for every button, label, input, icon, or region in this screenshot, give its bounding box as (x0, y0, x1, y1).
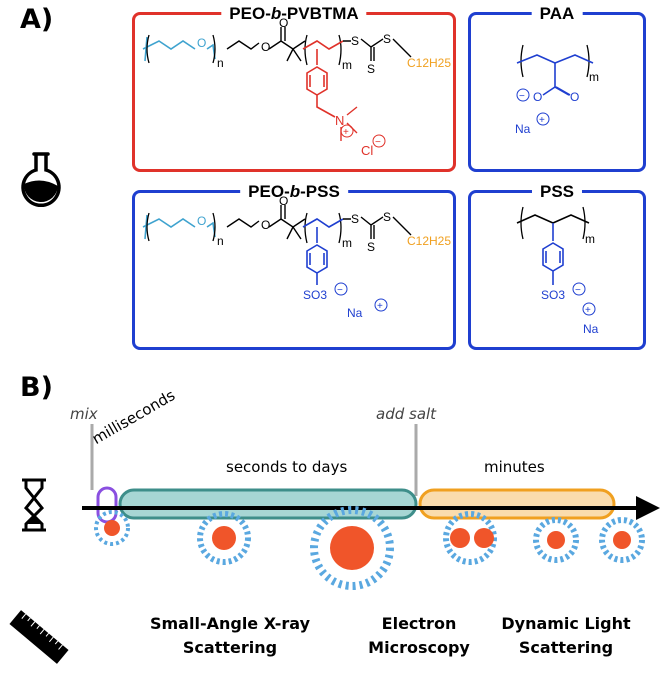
peo-pvbtma-s1: S (351, 34, 359, 48)
peo-pvbtma-title: PEO-b-PVBTMA (221, 3, 367, 25)
peo-pvbtma-box: PEO-b-PVBTMA O n O O m N + Cl − (132, 3, 456, 172)
peo-pss-c12h25: C12H25 (407, 234, 451, 248)
dls-technique: Dynamic Light Scattering (496, 612, 636, 660)
flask-icon (21, 152, 61, 208)
pss-so3: SO3 (541, 288, 565, 302)
micelle-split-3 (599, 517, 645, 563)
pss-na: Na (583, 322, 599, 336)
seconds-to-days-label: seconds to days (226, 458, 348, 476)
peo-pvbtma-o-label: O (197, 36, 206, 50)
hourglass-icon (22, 478, 46, 532)
paa-title: PAA (531, 3, 583, 25)
peo-pvbtma-n-label: n (217, 56, 224, 70)
peo-pss-minus: − (337, 285, 343, 296)
paa-o2: O (570, 90, 579, 104)
paa-m-label: m (589, 70, 599, 84)
em-technique: Electron Microscopy (364, 612, 474, 660)
peo-pss-o-carbonyl: O (279, 194, 288, 208)
peo-pss-s3: S (367, 240, 375, 254)
micelle-split-1 (443, 511, 497, 565)
peo-pss-structure: O n O O m SO3 − Na + S S S C12H25 (142, 194, 451, 320)
time-arrow-head (636, 496, 660, 520)
micelle-small (94, 510, 130, 546)
peo-pvbtma-cl: Cl (361, 143, 373, 158)
peo-pvbtma-o-carbonyl: O (279, 16, 288, 30)
peo-pss-title: PEO-b-PSS (240, 181, 348, 203)
panel-b-label: B) (20, 372, 53, 403)
peo-pss-plus: + (377, 301, 383, 312)
paa-o1: O (533, 90, 542, 104)
paa-na: Na (515, 122, 531, 136)
peo-pvbtma-o-linker: O (261, 40, 270, 54)
pss-box: PSS m SO3 − + Na (468, 181, 646, 350)
peo-pvbtma-structure: O n O O m N + Cl − S S S C12H2 (142, 16, 451, 158)
peo-pss-s1: S (351, 212, 359, 226)
dls-line1: Dynamic Light (501, 614, 631, 633)
pss-title: PSS (531, 181, 583, 203)
peo-pss-n-label: n (217, 234, 224, 248)
peo-pss-box: PEO-b-PSS O n O O m SO3 − Na + S S S C12… (132, 181, 456, 350)
peo-pvbtma-c12h25: C12H25 (407, 56, 451, 70)
pss-plus: + (585, 305, 591, 316)
add-salt-label: add salt (376, 405, 437, 423)
em-line2: Microscopy (368, 638, 470, 657)
minutes-segment (418, 488, 616, 520)
micelle-split-2 (533, 517, 579, 563)
minutes-label: minutes (484, 458, 545, 476)
pss-structure: m SO3 − + Na (516, 206, 599, 336)
timeline (22, 424, 660, 590)
paa-structure: m O O − Na + (515, 44, 599, 136)
peo-pvbtma-n-atom: N (335, 113, 344, 128)
saxs-line2: Scattering (182, 638, 278, 657)
saxs-line1: Small-Angle X-ray (149, 614, 311, 633)
peo-pss-so3: SO3 (303, 288, 327, 302)
peo-pvbtma-s2: S (383, 32, 391, 46)
em-line1: Electron (381, 614, 457, 633)
paa-minus: − (519, 91, 525, 102)
peo-pss-na: Na (347, 306, 363, 320)
pss-m-label: m (585, 232, 595, 246)
peo-pvbtma-minus: − (375, 137, 381, 148)
paa-box: PAA m O O − Na + (468, 3, 646, 172)
peo-pss-o-label: O (197, 214, 206, 228)
peo-pvbtma-s3: S (367, 62, 375, 76)
micelle-large (310, 506, 394, 590)
panel-a-label: A) (20, 4, 54, 35)
saxs-technique: Small-Angle X-ray Scattering (140, 612, 320, 660)
peo-pss-o-linker: O (261, 218, 270, 232)
peo-pss-m-label: m (342, 236, 352, 250)
peo-pss-s2: S (383, 210, 391, 224)
micelle-medium (197, 511, 251, 565)
pss-minus: − (575, 285, 581, 296)
ruler-icon (9, 610, 69, 664)
paa-plus: + (539, 115, 545, 126)
dls-line2: Scattering (518, 638, 614, 657)
peo-pvbtma-m-label: m (342, 58, 352, 72)
mix-label: mix (70, 405, 98, 423)
peo-pvbtma-plus: + (343, 127, 349, 138)
